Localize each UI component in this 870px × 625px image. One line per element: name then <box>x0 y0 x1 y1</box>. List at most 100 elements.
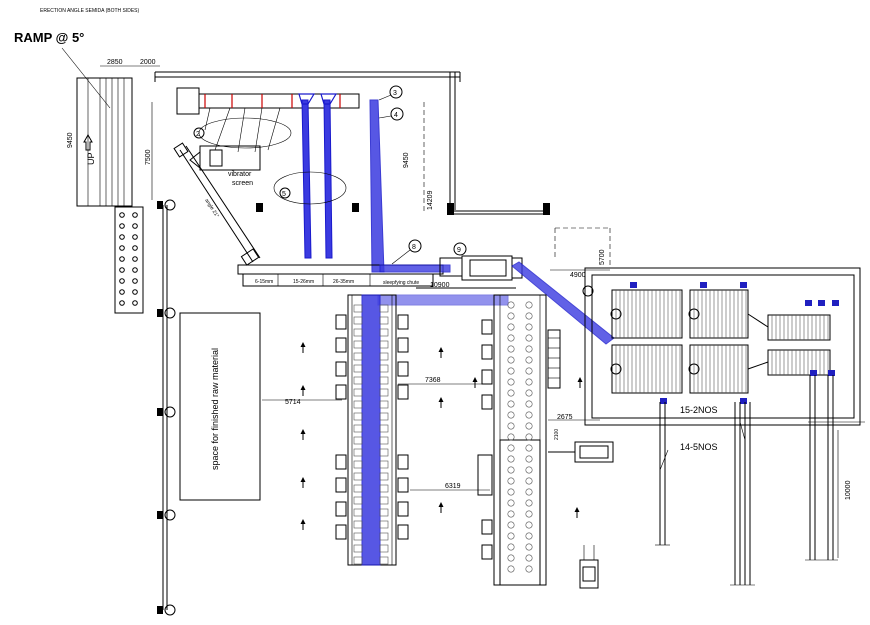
up-arrow <box>83 133 93 151</box>
bucket-elevators <box>298 93 385 273</box>
kiln-cell <box>353 544 363 553</box>
kiln-roller <box>525 334 533 342</box>
vibrator-screen-label-1: vibrator <box>228 171 252 178</box>
kiln-roller <box>507 543 515 551</box>
dim-5714: 5714 <box>285 399 301 406</box>
finished-material-area <box>179 312 261 501</box>
dryer-marker <box>828 370 835 376</box>
kiln-roller <box>507 488 515 496</box>
flow-arrowhead <box>300 519 306 524</box>
kiln-side-box <box>481 544 493 560</box>
flow-arrowhead <box>300 477 306 482</box>
flow-arrowhead <box>574 507 580 512</box>
callout-3-text: 3 <box>393 90 397 97</box>
stair-hole <box>132 256 138 262</box>
dryer-drum <box>610 308 622 320</box>
kiln-cell <box>379 316 389 325</box>
svg-text:8: 8 <box>412 244 416 251</box>
kiln-cell <box>379 328 389 337</box>
kiln-roller <box>507 565 515 573</box>
ramp-label: RAMP @ 5° <box>14 30 84 45</box>
kiln-cell <box>353 376 363 385</box>
kiln-cell <box>379 448 389 457</box>
dim-14209: 14209 <box>427 190 434 210</box>
kiln-cell <box>353 556 363 565</box>
stair-hole <box>132 278 138 284</box>
kiln-roller <box>507 334 515 342</box>
elevator-group-outline <box>273 171 347 205</box>
kiln-cell <box>379 556 389 565</box>
kiln-cell <box>353 484 363 493</box>
dryer-link <box>747 313 769 328</box>
dryer-marker <box>818 300 825 306</box>
kiln-cell <box>379 496 389 505</box>
kiln-side-box <box>335 314 347 330</box>
column-block <box>157 309 163 317</box>
stair-hole <box>132 212 138 218</box>
segment-15-26: 15-26mm <box>293 279 314 285</box>
kiln-side-box <box>335 501 347 517</box>
dryer-label-14-5nos: 14-5NOS <box>680 442 718 452</box>
kiln-roller <box>507 378 515 386</box>
kiln-side-box <box>335 337 347 353</box>
stair-hole <box>132 234 138 240</box>
kiln-roller <box>525 345 533 353</box>
kiln-roller <box>525 422 533 430</box>
dim-2000: 2000 <box>140 59 156 66</box>
kiln-cell <box>353 328 363 337</box>
kiln-roller <box>525 510 533 518</box>
dryer-support-lines <box>659 375 834 585</box>
feed-point-label: sleepfying chute <box>383 280 419 286</box>
kiln-cell <box>379 400 389 409</box>
dryer-building <box>584 267 861 426</box>
top-frame <box>154 71 461 210</box>
dim-4900: 4900 <box>570 272 586 279</box>
kiln-cell <box>379 508 389 517</box>
kiln-side-box <box>335 477 347 493</box>
dryer-marker <box>805 300 812 306</box>
dryer-unit <box>611 344 683 394</box>
dim-7500: 7500 <box>145 149 152 165</box>
stair-block <box>114 206 144 314</box>
kiln-cell <box>379 340 389 349</box>
column-block <box>157 201 163 209</box>
kiln-side-box <box>481 344 493 360</box>
kiln-side-box <box>481 394 493 410</box>
kiln-side-box <box>397 337 409 353</box>
svg-text:9: 9 <box>457 247 461 254</box>
kiln-roller <box>507 422 515 430</box>
kiln-cell <box>353 364 363 373</box>
kiln-side-box <box>397 501 409 517</box>
flow-arrowhead <box>577 377 583 382</box>
dim-7368: 7368 <box>425 377 441 384</box>
dryer-tail <box>767 349 831 376</box>
callout-4: 4 <box>390 107 404 121</box>
kiln-roller <box>507 477 515 485</box>
callout-3: 3 <box>389 85 403 99</box>
kiln-side-box <box>397 314 409 330</box>
kiln-roller <box>525 433 533 441</box>
stair-hole <box>119 278 125 284</box>
kiln-roller <box>507 389 515 397</box>
stair-hole <box>119 256 125 262</box>
dryer-marker <box>832 300 839 306</box>
svg-text:5: 5 <box>282 191 286 198</box>
kiln-side-box <box>397 477 409 493</box>
kiln-side-box <box>335 454 347 470</box>
kiln-cell <box>353 352 363 361</box>
kiln-side-box <box>397 454 409 470</box>
kiln-side-box <box>481 319 493 335</box>
kiln-roller <box>507 554 515 562</box>
kiln-side-box <box>335 524 347 540</box>
column-marker <box>164 406 176 418</box>
kiln-roller <box>525 400 533 408</box>
flow-arrowhead <box>438 347 444 352</box>
dim-10000: 10000 <box>845 480 852 500</box>
kiln-roller <box>525 499 533 507</box>
kiln-roller <box>507 455 515 463</box>
kiln-side-box <box>481 369 493 385</box>
vehicle <box>579 545 599 589</box>
dryer-drum <box>610 363 622 375</box>
column-marker <box>164 509 176 521</box>
kiln-roller <box>507 433 515 441</box>
